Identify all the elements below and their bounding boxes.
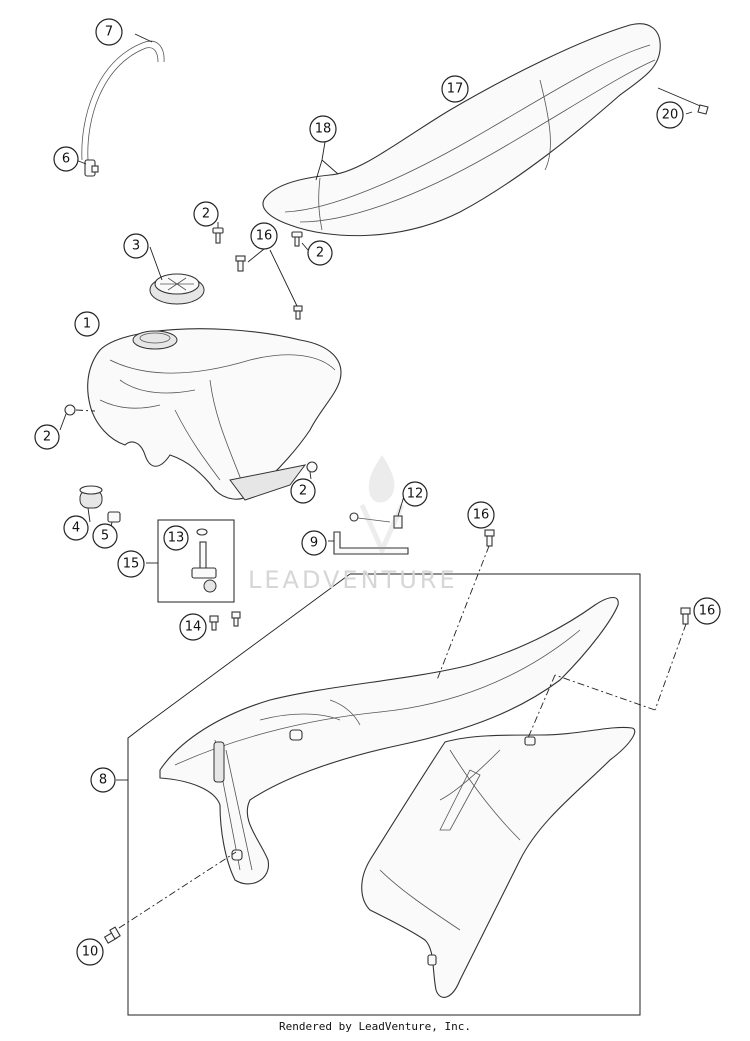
svg-text:20: 20	[662, 108, 679, 123]
svg-text:10: 10	[82, 945, 99, 960]
svg-text:16: 16	[256, 229, 273, 244]
callout-16-tank: 16	[250, 222, 278, 250]
callout-13: 13	[163, 525, 189, 551]
callout-7: 7	[95, 18, 123, 46]
tank-cap	[149, 273, 205, 305]
tank-washer-left	[64, 404, 96, 416]
vent-hose	[81, 40, 165, 161]
svg-text:1: 1	[83, 317, 91, 332]
svg-text:9: 9	[310, 536, 318, 551]
svg-text:7: 7	[105, 25, 113, 40]
fastener-16-tank	[235, 255, 303, 320]
callout-6: 6	[53, 146, 79, 172]
svg-text:4: 4	[72, 521, 80, 536]
svg-text:2: 2	[43, 430, 51, 445]
watermark-text: LEADVENTURE	[248, 566, 458, 594]
callout-14: 14	[179, 613, 207, 641]
svg-text:18: 18	[315, 122, 332, 137]
svg-text:2: 2	[202, 207, 210, 222]
svg-text:15: 15	[123, 557, 140, 572]
tank-screw-top-left	[212, 227, 224, 244]
callout-2-left: 2	[34, 424, 60, 450]
callout-12: 12	[402, 481, 428, 507]
callout-2-right: 2	[290, 478, 316, 504]
callout-2-top-right: 2	[307, 240, 333, 266]
callout-4: 4	[63, 515, 89, 541]
callout-10: 10	[76, 938, 104, 966]
shroud-screw-bottom	[103, 926, 121, 944]
hose-clamp	[84, 159, 99, 177]
svg-text:12: 12	[407, 487, 424, 502]
svg-text:5: 5	[101, 529, 109, 544]
tank-washer-right	[306, 461, 318, 473]
svg-text:17: 17	[447, 82, 464, 97]
callout-5: 5	[92, 523, 118, 549]
callout-15: 15	[117, 550, 145, 578]
callout-1: 1	[74, 311, 100, 337]
seat	[262, 23, 709, 237]
callout-17: 17	[441, 75, 469, 103]
leader-lines	[59, 33, 693, 929]
svg-text:6: 6	[62, 152, 70, 167]
svg-text:2: 2	[316, 246, 324, 261]
callout-18: 18	[309, 115, 337, 143]
shroud-screw-right	[680, 607, 691, 625]
rubber-bushing	[79, 485, 103, 509]
watermark-logo	[359, 455, 405, 557]
fuel-tank	[87, 328, 342, 501]
callout-16-right: 16	[693, 597, 721, 625]
fuel-tap-screws	[209, 611, 241, 631]
collar-sleeve	[107, 511, 121, 523]
callout-20: 20	[656, 101, 684, 129]
callout-9: 9	[301, 530, 327, 556]
fuel-tap-group	[157, 519, 235, 603]
svg-text:14: 14	[185, 620, 202, 635]
callout-16-center: 16	[467, 501, 495, 529]
callout-8: 8	[90, 767, 116, 793]
breather-tube	[333, 512, 409, 555]
shroud-frame	[127, 573, 641, 1016]
footer-credit: Rendered by LeadVenture, Inc.	[278, 1020, 472, 1033]
callout-2-top-left: 2	[193, 201, 219, 227]
callout-3: 3	[123, 233, 149, 259]
right-radiator-shroud	[361, 726, 636, 998]
svg-text:13: 13	[168, 531, 185, 546]
svg-text:2: 2	[299, 484, 307, 499]
svg-text:16: 16	[699, 604, 716, 619]
tank-screw-top-right	[291, 231, 303, 247]
svg-text:16: 16	[473, 508, 490, 523]
shroud-screw-center	[484, 529, 495, 547]
svg-text:3: 3	[132, 239, 140, 254]
svg-text:8: 8	[99, 773, 107, 788]
